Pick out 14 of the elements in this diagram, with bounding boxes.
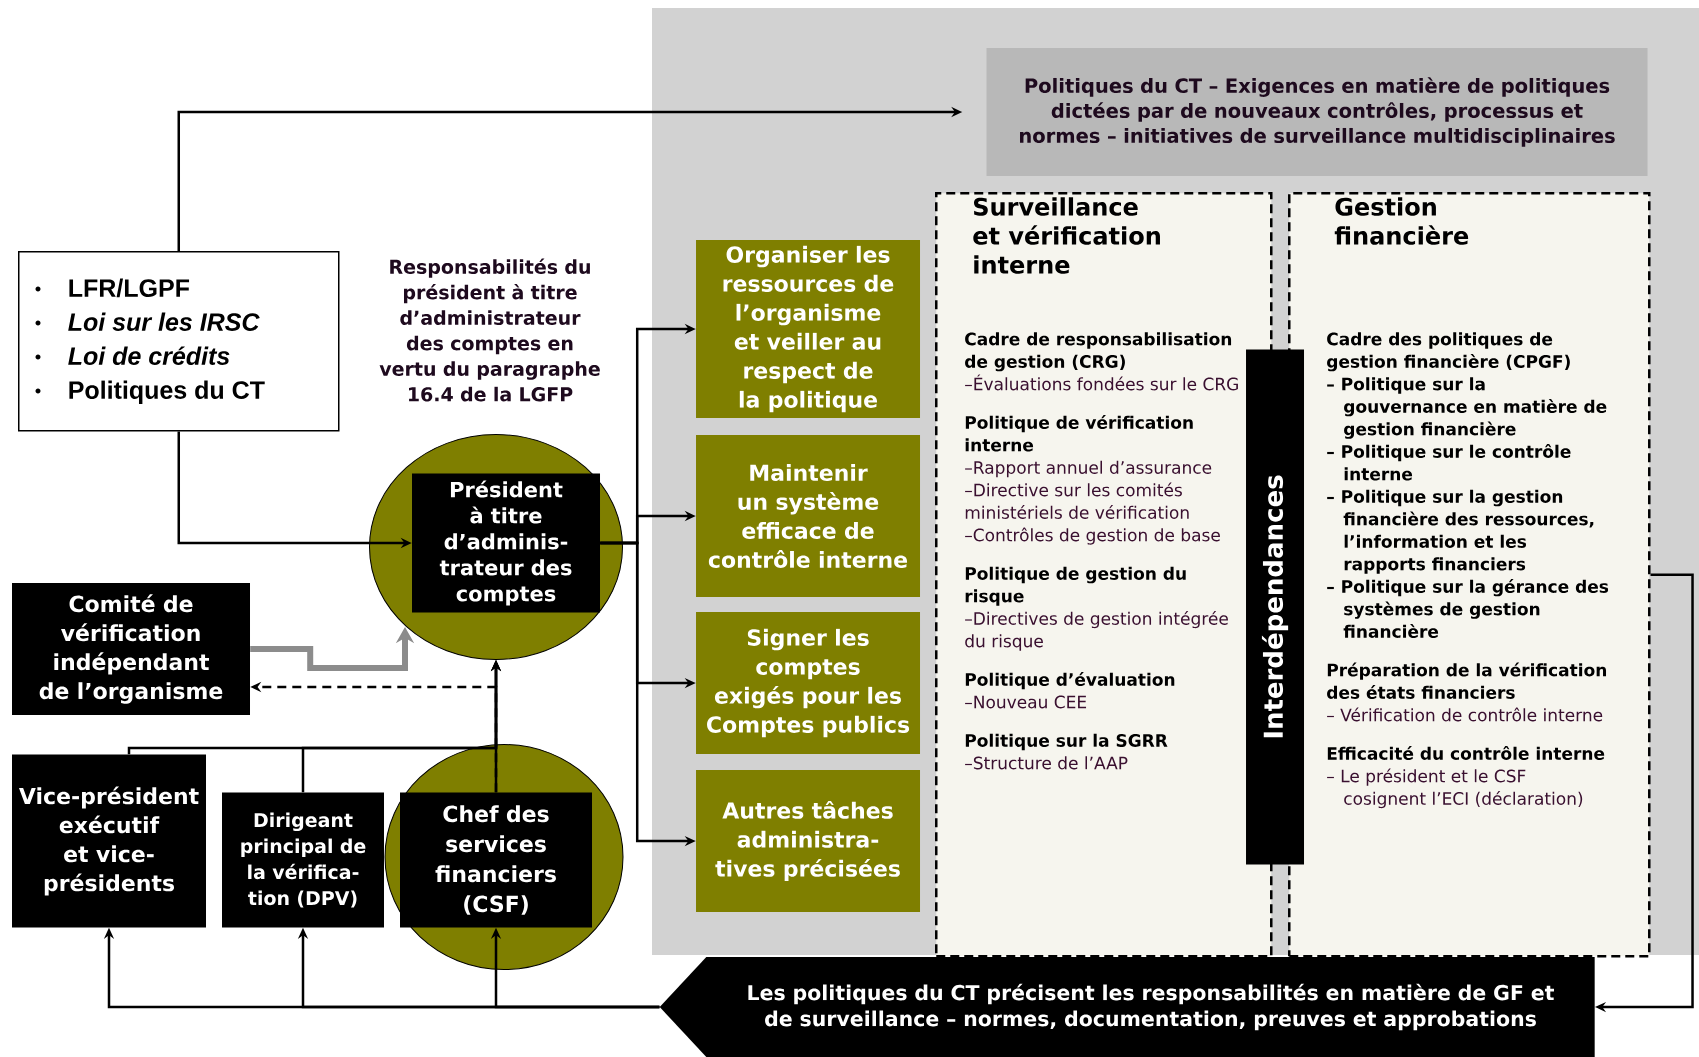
role-box: Dirigeant principal de la vérifica-tion (DPV) <box>222 792 384 928</box>
policy-box: Politiques du CT – Exigences en matière de politiques dictées par de nouveaux contrôles, processus et normes – initiatives de surveillance multidisciplinaires <box>986 48 1648 176</box>
role-box: Président à titre d’adminis-trateur des comptes <box>412 473 600 613</box>
policy-column: Gestion financière Cadre des politiques de gestion financière (CPGF) – Politique sur la gouvernance en matière de gestion financière – Politique sur le contrôle interne – Politique sur la gestion financière des ressources, l’information et les rapports financiers – Politique sur la gérance des systèmes de gestion financière Préparation de la vérification des états financiers – Vérification de contrôle interne Efficacité du contrôle interne – Le président et le CSF cosignent l’ECI (déclaration) <box>1288 192 1651 958</box>
task-box: Organiser les ressources de l’organisme et veiller au respect de la politique <box>696 240 920 418</box>
law-list-box: LFR/LGPF Loi sur les IRSC Loi de crédits Politiques du CT <box>18 251 340 432</box>
task-box: Maintenir un système efficace de contrôle interne <box>696 435 920 597</box>
annotation-text: Responsabilités du président à titre d’administrateur des comptes en vertu du paragraphe 16.4 de la LGFP <box>379 258 600 402</box>
task-box: Autres tâches administra-tives précisées <box>696 770 920 912</box>
role-box: Comité de vérification indépendant de l’organisme <box>12 583 250 715</box>
task-box: Signer les comptes exigés pour les Comptes publics <box>696 612 920 754</box>
role-box: Chef des services financiers (CSF) <box>400 792 592 928</box>
interdependence-bar: Interdépendances <box>1246 349 1304 865</box>
role-box: Vice-président exécutif et vice-présidents <box>12 754 206 928</box>
